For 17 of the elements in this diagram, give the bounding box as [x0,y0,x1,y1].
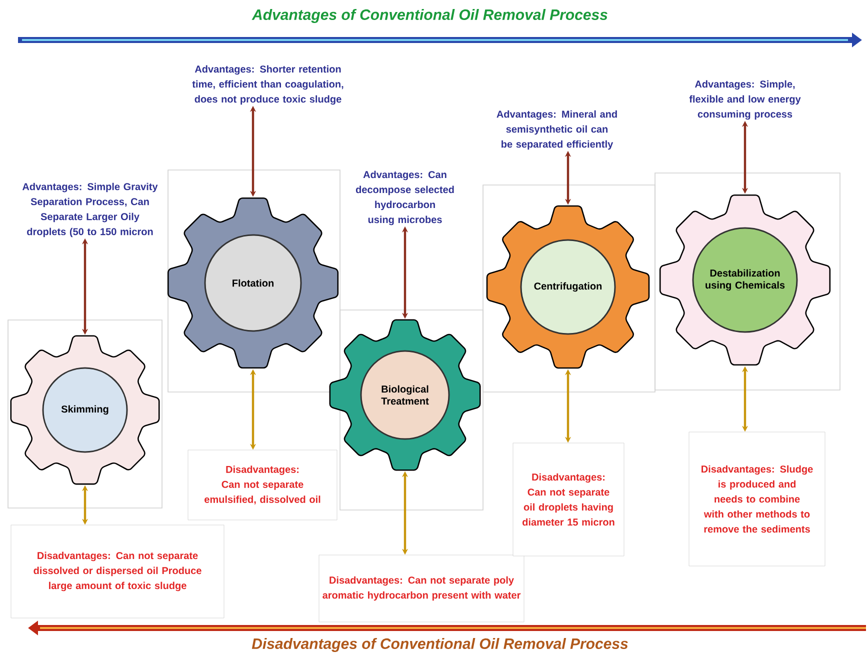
disadvantage-box: Disadvantages: Can not separate oil droplets having diameter 15 micron [512,442,624,556]
gear: Skimming [10,335,160,485]
gear: Flotation [167,197,339,369]
advantage-text: Advantages: Can decompose selected hydrocarbon using microbes [356,170,454,226]
gear: Biological Treatment [329,319,481,471]
heading: Advantages of Conventional Oil Removal Process [252,9,608,23]
gear: Centrifugation [486,205,650,369]
advantage-text: Advantages: Mineral and semisynthetic oil can be separated efficiently [496,110,617,150]
heading: Disadvantages of Conventional Oil Removal Process [252,638,628,652]
disadvantage-box: Disadvantages: Can not separate dissolved or dispersed oil Produce large amount of toxic sludge [10,524,224,618]
disadvantage-box: Disadvantages: Can not separate poly aromatic hydrocarbon present with water [318,554,524,622]
disadvantage-box: Disadvantages: Sludge is produced and needs to combine with other methods to remove the sediments [688,432,826,566]
disadvantage-box: Disadvantages: Can not separate emulsified, dissolved oil [188,450,338,520]
gear: Destabilization using Chemicals [659,194,831,366]
advantage-text: Advantages: Simple Gravity Separation Process, Can Separate Larger Oily droplets (50 to 150 micron [22,182,158,238]
advantage-text: Advantages: Simple, flexible and low energy consuming process [689,80,801,120]
advantage-text: Advantages: Shorter retention time, efficient than coagulation, does not produce toxic sludge [192,65,344,105]
